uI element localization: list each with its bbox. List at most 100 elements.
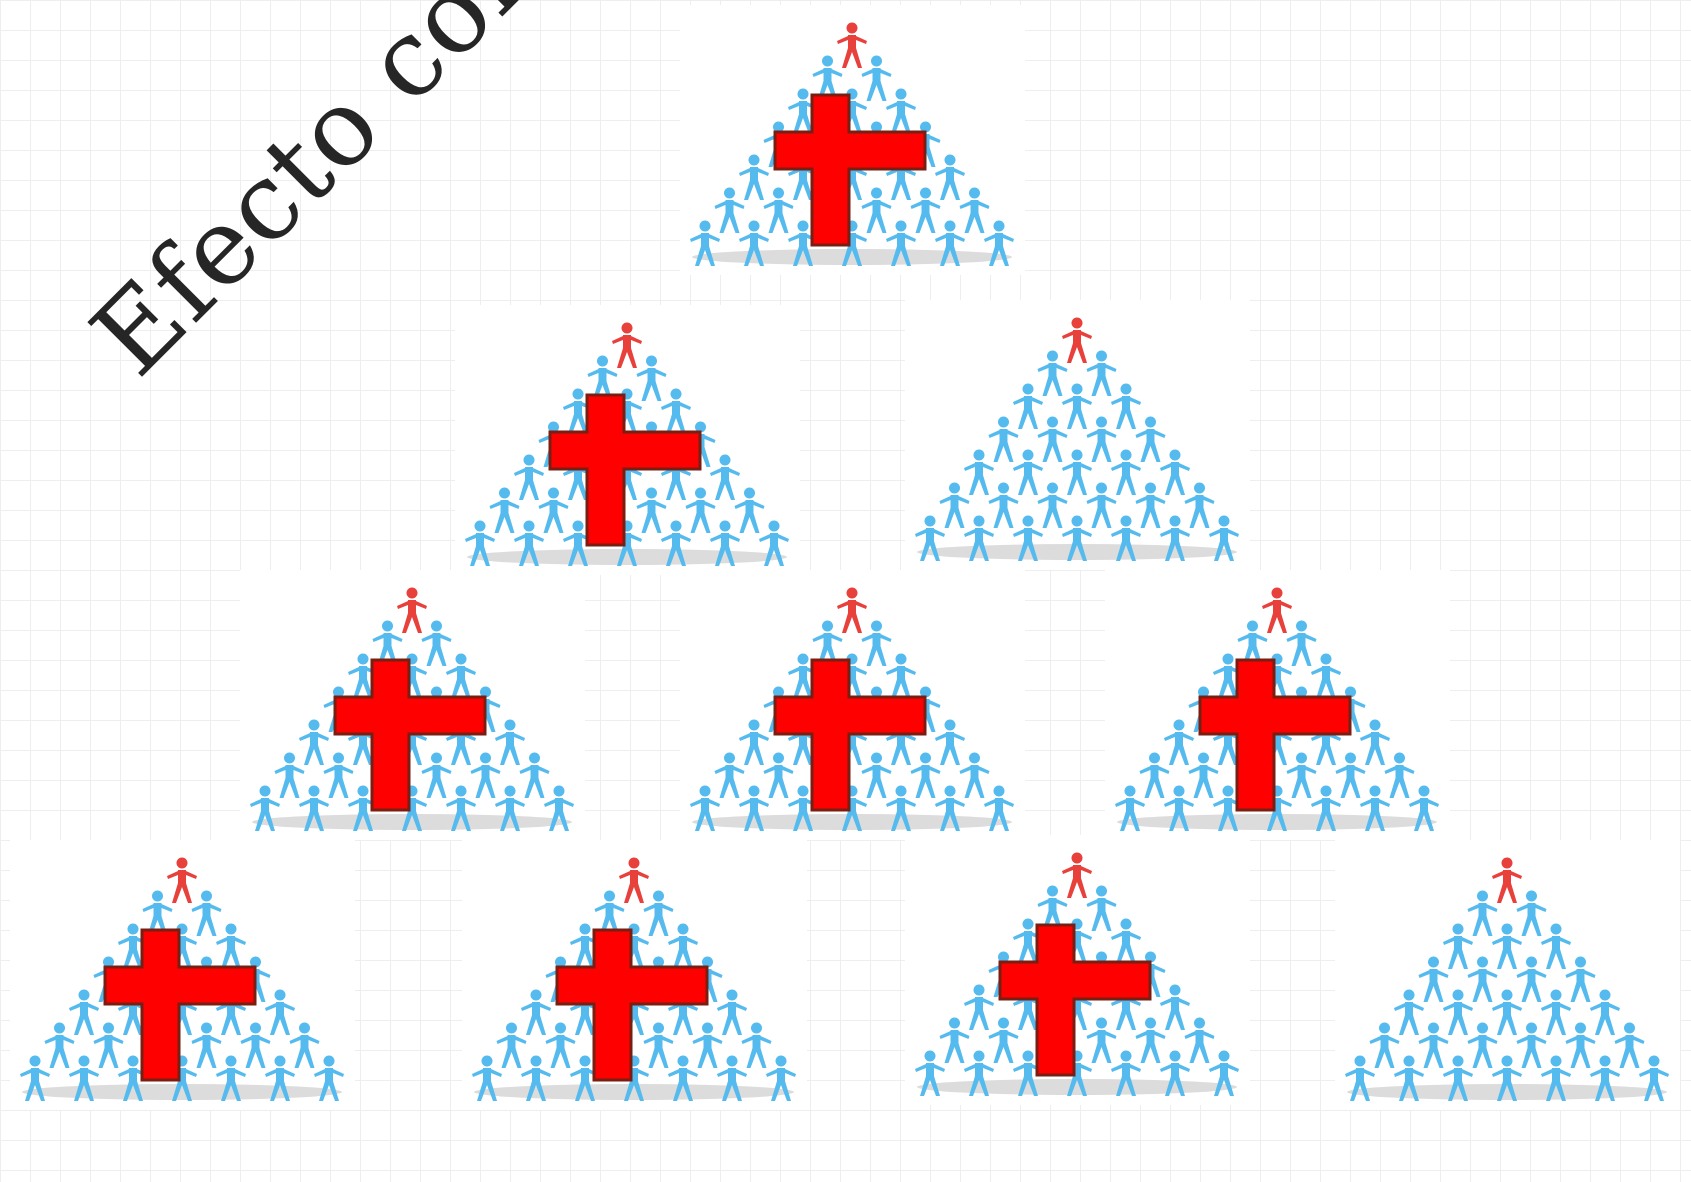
person-figure-icon [644, 1023, 674, 1069]
pyramid-graphic [1335, 840, 1680, 1110]
pyramid-graphic [905, 835, 1250, 1105]
person-figure-icon [1492, 924, 1522, 970]
person-figure-icon [735, 488, 765, 534]
person-figure-icon [960, 188, 990, 234]
leader-figure-icon [1262, 588, 1292, 634]
person-figure-icon [739, 720, 769, 766]
person-figure-icon [1140, 753, 1170, 799]
person-figure-icon [1492, 990, 1522, 1036]
person-figure-icon [1336, 753, 1366, 799]
person-figure-icon [1013, 450, 1043, 496]
person-figure-icon [490, 488, 520, 534]
person-figure-icon [886, 654, 916, 700]
person-figure-icon [1185, 1018, 1215, 1064]
person-figure-icon [1164, 720, 1194, 766]
person-figure-icon [637, 356, 667, 402]
person-figure-icon [1468, 957, 1498, 1003]
person-figure-icon [1111, 384, 1141, 430]
person-figure-icon [717, 990, 747, 1036]
person-figure-icon [1160, 450, 1190, 496]
person-figure-icon [686, 488, 716, 534]
person-figure-icon [742, 1023, 772, 1069]
person-figure-icon [446, 654, 476, 700]
person-figure-icon [1087, 886, 1117, 932]
person-figure-icon [1566, 1023, 1596, 1069]
person-figure-icon [693, 1023, 723, 1069]
person-figure-icon [1468, 891, 1498, 937]
person-figure-icon [275, 753, 305, 799]
person-figure-icon [1185, 483, 1215, 529]
person-figure-icon [715, 753, 745, 799]
person-figure-icon [1087, 351, 1117, 397]
person-figure-icon [1615, 1023, 1645, 1069]
person-figure-icon [764, 753, 794, 799]
person-figure-icon [1160, 985, 1190, 1031]
person-figure-icon [1541, 924, 1571, 970]
person-figure-icon [989, 1018, 1019, 1064]
person-figure-icon [1394, 990, 1424, 1036]
person-figure-icon [1443, 990, 1473, 1036]
person-figure-icon [1419, 957, 1449, 1003]
leader-figure-icon [837, 23, 867, 69]
pyramid-shadow [1347, 1084, 1667, 1100]
person-figure-icon [1087, 1018, 1117, 1064]
person-figure-icon [989, 483, 1019, 529]
pyramid-row4-4 [1335, 840, 1680, 1110]
person-figure-icon [1038, 417, 1068, 463]
person-figure-icon [514, 455, 544, 501]
pyramid-graphic [1105, 570, 1450, 840]
person-figure-icon [1111, 450, 1141, 496]
person-figure-icon [960, 753, 990, 799]
person-figure-icon [1062, 384, 1092, 430]
pyramid-graphic [240, 570, 585, 840]
person-figure-icon [521, 990, 551, 1036]
person-figure-icon [862, 753, 892, 799]
pyramid-graphic [680, 5, 1025, 275]
person-figure-icon [668, 924, 698, 970]
person-figure-icon [764, 188, 794, 234]
pyramid-graphic [680, 570, 1025, 840]
person-figure-icon [1189, 753, 1219, 799]
person-figure-icon [661, 389, 691, 435]
pyramid-graphic [462, 840, 807, 1110]
person-figure-icon [1136, 483, 1166, 529]
pyramid-graphic [455, 305, 800, 575]
person-figure-icon [1419, 1023, 1449, 1069]
person-figure-icon [964, 985, 994, 1031]
person-figure-icon [69, 990, 99, 1036]
person-figure-icon [911, 753, 941, 799]
person-figure-icon [1062, 450, 1092, 496]
person-figure-icon [1087, 417, 1117, 463]
pyramid-row1-1 [680, 5, 1025, 275]
person-figure-icon [241, 1023, 271, 1069]
person-figure-icon [1517, 891, 1547, 937]
person-figure-icon [989, 417, 1019, 463]
pyramid-row3-3 [1105, 570, 1450, 840]
person-figure-icon [935, 720, 965, 766]
person-figure-icon [1385, 753, 1415, 799]
pyramid-shadow [917, 544, 1237, 560]
person-figure-icon [471, 753, 501, 799]
leader-figure-icon [1062, 318, 1092, 364]
person-figure-icon [216, 924, 246, 970]
person-figure-icon [520, 753, 550, 799]
leader-figure-icon [397, 588, 427, 634]
person-figure-icon [192, 891, 222, 937]
person-figure-icon [964, 450, 994, 496]
person-figure-icon [710, 455, 740, 501]
pyramid-shadow [22, 1084, 342, 1100]
pyramid-shadow [467, 549, 787, 565]
pyramid-shadow [692, 814, 1012, 830]
person-figure-icon [1287, 621, 1317, 667]
person-figure-icon [324, 753, 354, 799]
person-figure-icon [1360, 720, 1390, 766]
person-figure-icon [1590, 990, 1620, 1036]
person-figure-icon [1111, 919, 1141, 965]
pyramid-row2-2 [905, 300, 1250, 570]
person-figure-icon [192, 1023, 222, 1069]
pyramid-shadow [692, 249, 1012, 265]
pyramid-shadow [1117, 814, 1437, 830]
person-figure-icon [422, 753, 452, 799]
leader-figure-icon [837, 588, 867, 634]
person-figure-icon [1443, 924, 1473, 970]
